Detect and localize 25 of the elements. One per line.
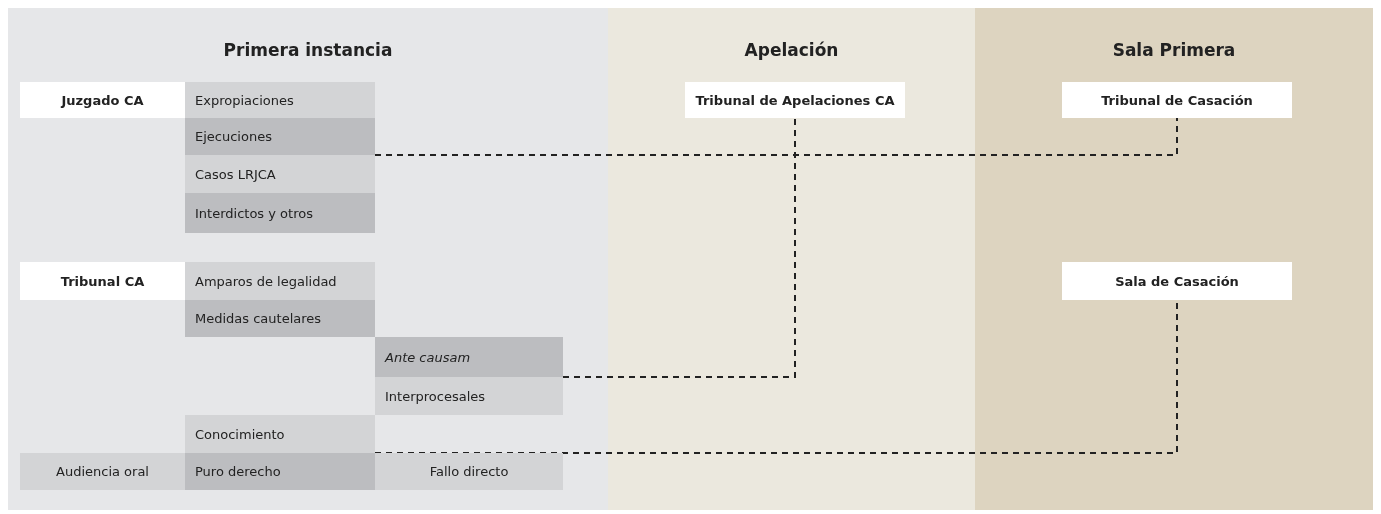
court-box: Tribunal de Apelaciones CA (685, 82, 905, 118)
court-box: Juzgado CA (20, 82, 185, 118)
connector-line (374, 117, 1178, 156)
connector-line (562, 117, 796, 378)
column-panel (608, 8, 975, 510)
column-heading: Apelación (743, 40, 840, 60)
case-type-cell: Casos LRJCA (185, 155, 375, 193)
case-type-cell: Fallo directo (375, 453, 563, 490)
case-type-cell: Ante causam (375, 337, 563, 377)
case-type-cell: Conocimiento (185, 415, 375, 453)
case-type-cell: Ejecuciones (185, 118, 375, 155)
case-type-cell: Audiencia oral (20, 453, 185, 490)
column-panel (8, 8, 608, 510)
column-panel (975, 8, 1373, 510)
case-type-cell: Amparos de legalidad (185, 262, 375, 300)
column-heading: Sala Primera (1111, 40, 1237, 60)
court-box: Tribunal CA (20, 262, 185, 300)
column-heading: Primera instancia (222, 40, 394, 60)
case-type-cell: Interprocesales (375, 377, 563, 415)
case-type-cell: Interdictos y otros (185, 193, 375, 233)
court-box: Sala de Casación (1062, 262, 1292, 300)
case-type-cell: Expropiaciones (185, 82, 375, 118)
case-type-cell: Medidas cautelares (185, 300, 375, 337)
case-type-cell: Puro derecho (185, 453, 375, 490)
court-box: Tribunal de Casación (1062, 82, 1292, 118)
